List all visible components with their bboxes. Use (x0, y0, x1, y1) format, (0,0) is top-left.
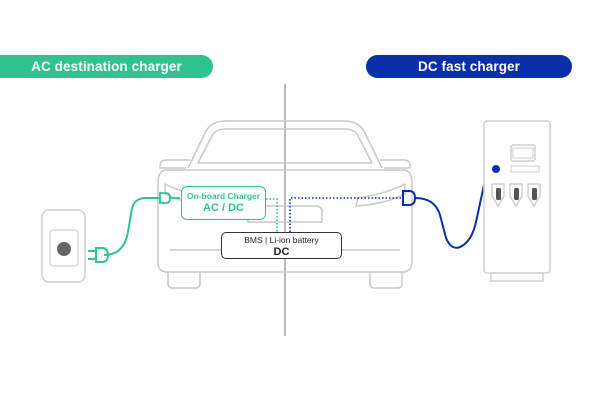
ac-plug-icon-wall (88, 247, 110, 263)
mirror-left (159, 159, 190, 169)
ac-internal-path (266, 198, 278, 232)
ac-cable (103, 197, 160, 256)
dc-plug-handles (496, 188, 537, 200)
battery-type: DC (273, 246, 290, 258)
wall-charger (41, 209, 86, 283)
battery-box: BMS | Li-ion battery DC (221, 232, 342, 259)
onboard-charger-box: On-board Charger AC / DC (181, 186, 266, 220)
mirror-right (380, 159, 411, 169)
dc-charger-station (483, 120, 551, 282)
headlight-right (355, 183, 406, 207)
battery-label: BMS | Li-ion battery (244, 235, 319, 245)
wall-charger-button (57, 242, 71, 256)
ac-plug-icon-car (159, 192, 180, 204)
ac-destination-charger-label: AC destination charger (0, 55, 213, 78)
dc-charger-panel (510, 165, 540, 173)
onboard-charger-type: AC / DC (203, 202, 244, 214)
onboard-charger-label: On-board Charger (186, 191, 261, 201)
dc-fast-charger-label: DC fast charger (366, 55, 572, 78)
car-roof (187, 120, 383, 169)
dc-charger-indicator (492, 165, 500, 173)
car-windshield (197, 128, 373, 164)
dc-internal-path (289, 197, 403, 232)
wheel-right (369, 272, 403, 289)
wheel-left (167, 272, 201, 289)
dc-charger-screen (510, 144, 536, 162)
dc-cable (414, 184, 485, 249)
